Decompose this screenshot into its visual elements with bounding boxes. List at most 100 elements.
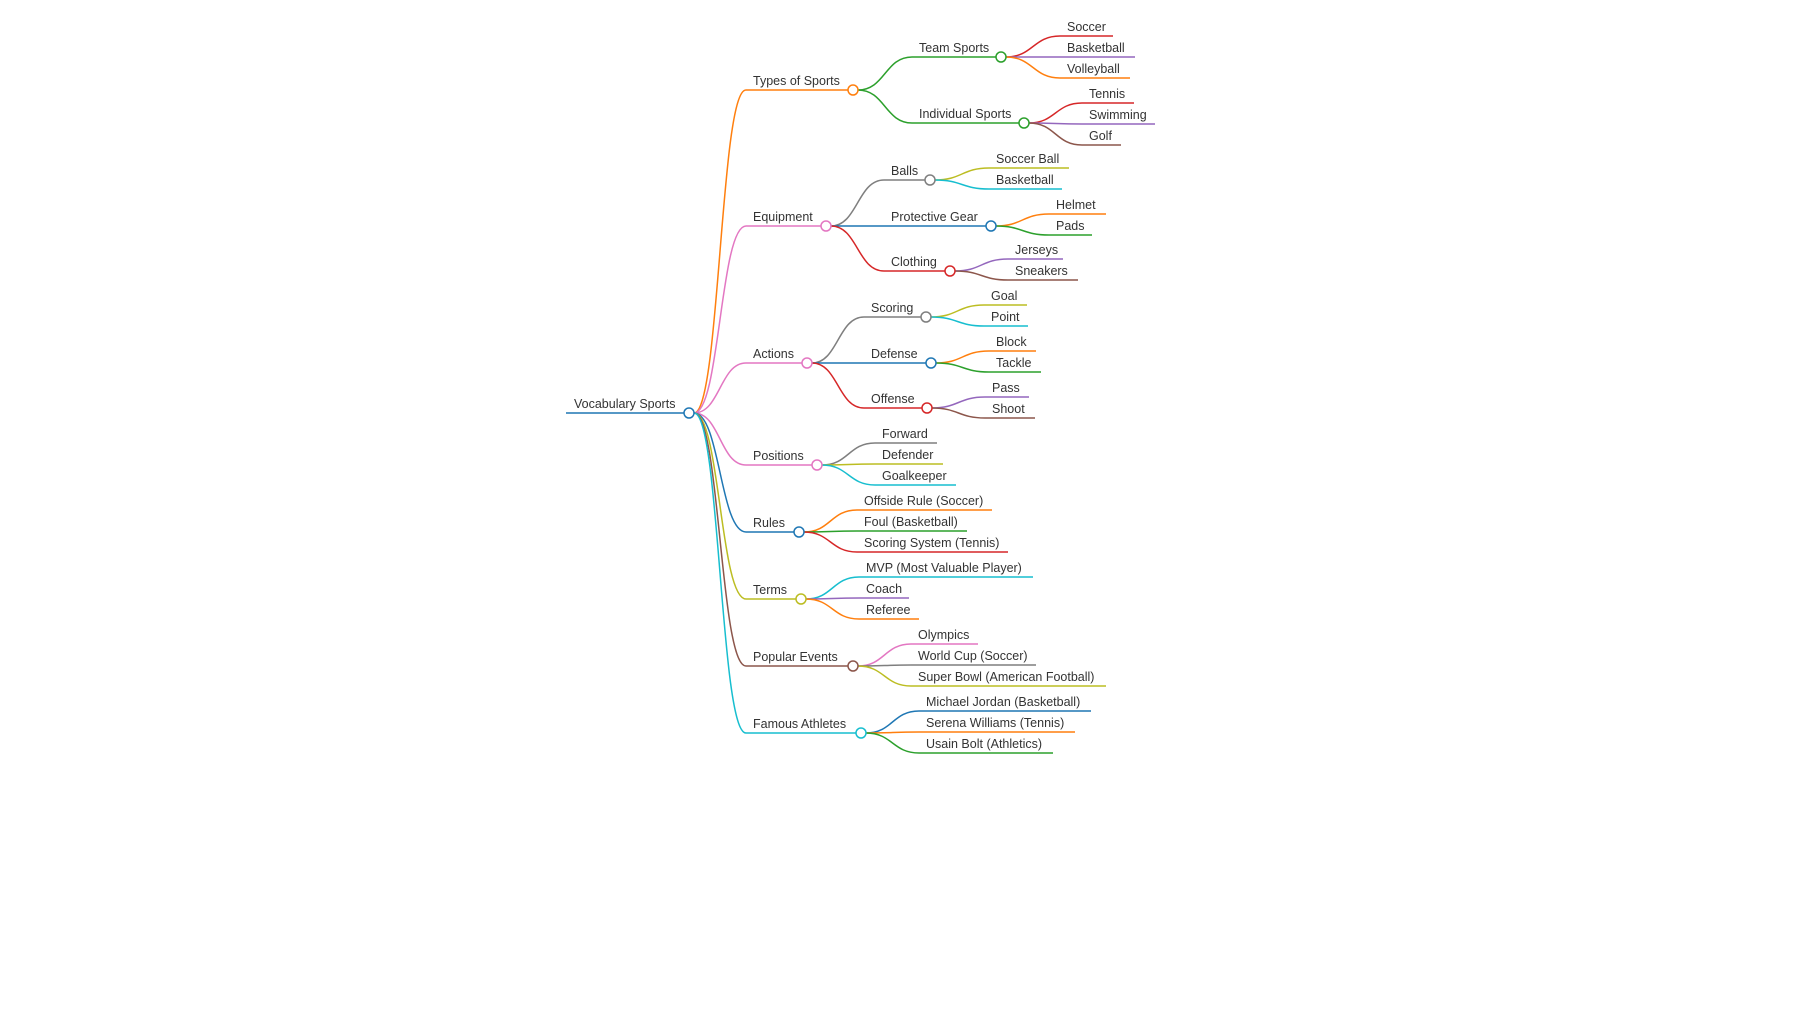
node-goalkeeper[interactable]: Goalkeeper bbox=[882, 469, 947, 483]
collapse-toggle-rules[interactable] bbox=[793, 526, 805, 538]
link-goal bbox=[930, 304, 985, 318]
node-protective-gear[interactable]: Protective Gear bbox=[891, 210, 978, 224]
node-team-sports[interactable]: Team Sports bbox=[919, 41, 989, 55]
node-defender[interactable]: Defender bbox=[882, 448, 933, 462]
node-volleyball[interactable]: Volleyball bbox=[1067, 62, 1120, 76]
node-offside-rule-soccer[interactable]: Offside Rule (Soccer) bbox=[864, 494, 983, 508]
link-scoring bbox=[811, 316, 865, 364]
node-mvp-most-valuable-player[interactable]: MVP (Most Valuable Player) bbox=[866, 561, 1022, 575]
link-super-bowl-american-football bbox=[857, 665, 912, 687]
node-offense[interactable]: Offense bbox=[871, 392, 915, 406]
link-forward bbox=[821, 442, 876, 466]
node-coach[interactable]: Coach bbox=[866, 582, 902, 596]
collapse-toggle-actions[interactable] bbox=[801, 357, 813, 369]
root-collapse-toggle[interactable] bbox=[683, 407, 695, 419]
node-jerseys[interactable]: Jerseys bbox=[1015, 243, 1058, 257]
link-point bbox=[930, 316, 985, 327]
mind-map-nodes: Vocabulary Sports Types of Sports Team Spo… bbox=[574, 20, 1147, 751]
link-tennis bbox=[1028, 102, 1083, 124]
link-helmet bbox=[995, 213, 1050, 227]
node-swimming[interactable]: Swimming bbox=[1089, 108, 1147, 122]
node-tackle[interactable]: Tackle bbox=[996, 356, 1031, 370]
link-offside-rule-soccer bbox=[803, 509, 858, 533]
node-scoring[interactable]: Scoring bbox=[871, 301, 913, 315]
node-helmet[interactable]: Helmet bbox=[1056, 198, 1096, 212]
link-tackle bbox=[935, 362, 990, 373]
node-block[interactable]: Block bbox=[996, 335, 1027, 349]
collapse-toggle-equipment[interactable] bbox=[820, 220, 832, 232]
link-terms bbox=[693, 412, 747, 600]
node-foul-basketball[interactable]: Foul (Basketball) bbox=[864, 515, 958, 529]
collapse-toggle-offense[interactable] bbox=[921, 402, 933, 414]
link-soccer-ball bbox=[934, 167, 990, 181]
node-popular-events[interactable]: Popular Events bbox=[753, 650, 838, 664]
node-soccer[interactable]: Soccer bbox=[1067, 20, 1106, 34]
node-defense[interactable]: Defense bbox=[871, 347, 918, 361]
node-rules[interactable]: Rules bbox=[753, 516, 785, 530]
link-team-sports bbox=[857, 56, 913, 91]
link-popular-events bbox=[693, 412, 747, 667]
link-referee bbox=[805, 598, 860, 620]
collapse-toggle-scoring[interactable] bbox=[920, 311, 932, 323]
node-balls[interactable]: Balls bbox=[891, 164, 918, 178]
node-positions[interactable]: Positions bbox=[753, 449, 804, 463]
link-rules bbox=[693, 412, 747, 533]
link-block bbox=[935, 350, 990, 364]
node-sneakers[interactable]: Sneakers bbox=[1015, 264, 1068, 278]
node-super-bowl-american-football[interactable]: Super Bowl (American Football) bbox=[918, 670, 1094, 684]
node-goal[interactable]: Goal bbox=[991, 289, 1017, 303]
node-olympics[interactable]: Olympics bbox=[918, 628, 969, 642]
node-serena-williams-tennis[interactable]: Serena Williams (Tennis) bbox=[926, 716, 1064, 730]
node-clothing[interactable]: Clothing bbox=[891, 255, 937, 269]
node-soccer-ball[interactable]: Soccer Ball bbox=[996, 152, 1059, 166]
node-point[interactable]: Point bbox=[991, 310, 1020, 324]
link-soccer bbox=[1005, 35, 1061, 58]
link-goalkeeper bbox=[821, 464, 876, 486]
node-types-of-sports[interactable]: Types of Sports bbox=[753, 74, 840, 88]
node-world-cup-soccer[interactable]: World Cup (Soccer) bbox=[918, 649, 1028, 663]
collapse-toggle-types-of-sports[interactable] bbox=[847, 84, 859, 96]
link-positions bbox=[693, 412, 747, 466]
node-pass[interactable]: Pass bbox=[992, 381, 1020, 395]
link-mvp-most-valuable-player bbox=[805, 576, 860, 600]
node-usain-bolt-athletics[interactable]: Usain Bolt (Athletics) bbox=[926, 737, 1042, 751]
link-golf bbox=[1028, 122, 1083, 146]
node-scoring-system-tennis[interactable]: Scoring System (Tennis) bbox=[864, 536, 999, 550]
collapse-toggle-positions[interactable] bbox=[811, 459, 823, 471]
node-basketball[interactable]: Basketball bbox=[1067, 41, 1125, 55]
link-volleyball bbox=[1005, 56, 1061, 79]
link-actions bbox=[693, 362, 747, 414]
link-sneakers bbox=[954, 270, 1009, 281]
collapse-toggle-clothing[interactable] bbox=[944, 265, 956, 277]
node-terms[interactable]: Terms bbox=[753, 583, 787, 597]
collapse-toggle-defense[interactable] bbox=[925, 357, 937, 369]
link-michael-jordan-basketball bbox=[865, 710, 920, 734]
collapse-toggle-terms[interactable] bbox=[795, 593, 807, 605]
node-tennis[interactable]: Tennis bbox=[1089, 87, 1125, 101]
link-types-of-sports bbox=[693, 89, 747, 414]
mind-map-links bbox=[566, 35, 1155, 754]
collapse-toggle-famous-athletes[interactable] bbox=[855, 727, 867, 739]
node-famous-athletes[interactable]: Famous Athletes bbox=[753, 717, 846, 731]
collapse-toggle-team-sports[interactable] bbox=[995, 51, 1007, 63]
node-pads[interactable]: Pads bbox=[1056, 219, 1085, 233]
node-basketball[interactable]: Basketball bbox=[996, 173, 1054, 187]
link-shoot bbox=[931, 407, 986, 419]
node-equipment[interactable]: Equipment bbox=[753, 210, 813, 224]
node-michael-jordan-basketball[interactable]: Michael Jordan (Basketball) bbox=[926, 695, 1080, 709]
collapse-toggle-individual-sports[interactable] bbox=[1018, 117, 1030, 129]
root-node-label[interactable]: Vocabulary Sports bbox=[574, 397, 675, 411]
node-actions[interactable]: Actions bbox=[753, 347, 794, 361]
collapse-toggle-balls[interactable] bbox=[924, 174, 936, 186]
link-famous-athletes bbox=[693, 412, 747, 734]
collapse-toggle-popular-events[interactable] bbox=[847, 660, 859, 672]
node-shoot[interactable]: Shoot bbox=[992, 402, 1025, 416]
node-referee[interactable]: Referee bbox=[866, 603, 911, 617]
node-individual-sports[interactable]: Individual Sports bbox=[919, 107, 1011, 121]
node-golf[interactable]: Golf bbox=[1089, 129, 1112, 143]
node-forward[interactable]: Forward bbox=[882, 427, 928, 441]
link-basketball bbox=[934, 179, 990, 190]
collapse-toggle-protective-gear[interactable] bbox=[985, 220, 997, 232]
link-individual-sports bbox=[857, 89, 913, 124]
